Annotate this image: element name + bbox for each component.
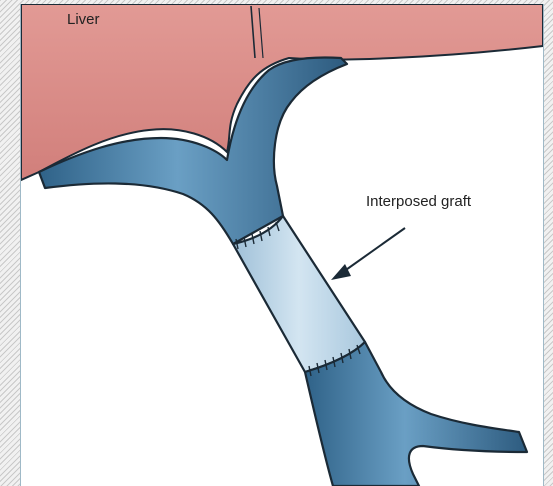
liver-label: Liver	[67, 11, 100, 28]
portal-vein-lower	[305, 342, 527, 486]
diagram-panel: Liver Interposed graft	[20, 4, 544, 486]
graft-label: Interposed graft	[366, 193, 472, 210]
graft-pointer-arrow	[331, 228, 405, 280]
portal-vein-graft-diagram: Liver Interposed graft	[21, 4, 543, 486]
